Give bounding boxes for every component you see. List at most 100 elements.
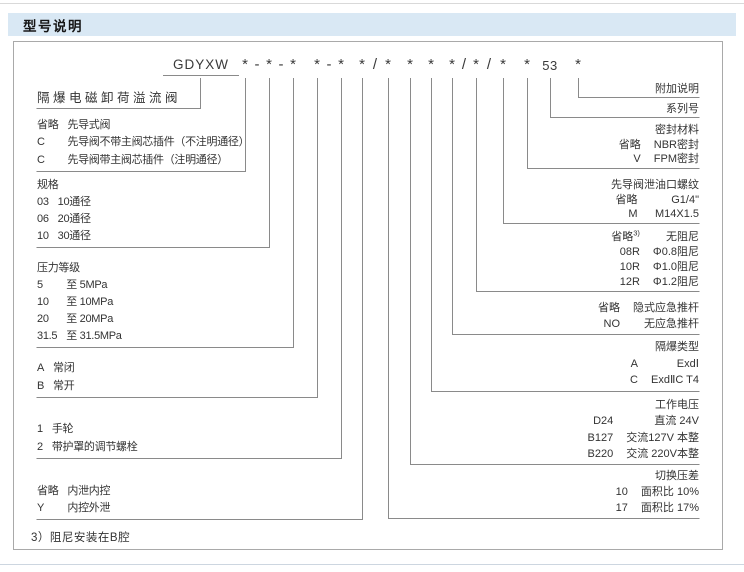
label-group-right-0: 附加说明	[655, 83, 699, 97]
option-code: 03	[37, 196, 49, 208]
model-code-star: *	[500, 56, 506, 73]
option-description: 面积比 17%	[640, 502, 699, 514]
option-description: 常开	[53, 379, 75, 392]
option-description: NBR密封	[653, 138, 699, 151]
option-code: B127	[587, 431, 614, 444]
option-description: G1/4"	[671, 193, 699, 206]
option-description: Φ0.8阻尼	[652, 246, 699, 258]
option-code: 10R	[619, 261, 640, 273]
option-description: 至 10MPa	[66, 296, 114, 308]
option-code: 10	[37, 230, 49, 242]
model-code-separator: /	[486, 56, 492, 73]
option-description: 30通径	[57, 230, 91, 242]
option-description: 常闭	[53, 362, 75, 374]
option-code: C	[37, 136, 45, 149]
option-description: 带护罩的调节螺栓	[51, 440, 138, 453]
option-code: Y	[37, 502, 45, 514]
option-description: 手轮	[51, 423, 74, 435]
label-group-right-5: 省略 隐式应急推杆 NO 无应急推杆	[598, 302, 699, 334]
option-description: 交流 220V本整	[626, 447, 699, 460]
group-heading: 附加说明	[655, 83, 699, 95]
model-code-star: *	[473, 56, 479, 73]
option-code: 17	[615, 502, 628, 514]
option-code: 10	[615, 486, 628, 498]
option-description: 至 31.5MPa	[66, 330, 122, 342]
model-code-series-number: 53	[542, 58, 558, 73]
option-code: M	[628, 208, 638, 221]
model-code-star: *	[575, 56, 581, 73]
option-code: 省略	[37, 485, 59, 497]
label-group-right-8: 切换压差 10 面积比 10% 17 面积比 17%	[616, 470, 699, 518]
option-description: 内控外泄	[67, 502, 111, 514]
option-code: 5	[37, 279, 43, 291]
model-code-separator: -	[326, 56, 332, 73]
option-description: ExdⅡC T4	[650, 374, 699, 387]
option-code: 12R	[619, 276, 640, 288]
option-description: 先导阀不带主阀芯插件（不注明通径）	[67, 136, 250, 149]
label-group-right-6: 隔爆类型 A ExdⅠ C ExdⅡC T4	[630, 341, 699, 391]
option-code: 省略	[598, 302, 620, 314]
model-code-star: *	[449, 56, 455, 73]
model-code-star: *	[242, 56, 248, 73]
option-description: 隐式应急推杆	[633, 302, 699, 314]
option-description: 面积比 10%	[640, 486, 699, 498]
model-code-prefix: GDYXW	[163, 57, 239, 76]
model-code-star: *	[359, 56, 365, 73]
option-description: 直流 24V	[654, 415, 699, 428]
option-code: A	[630, 357, 638, 370]
option-code: B	[37, 379, 45, 392]
option-code: NO	[603, 318, 621, 330]
option-description: 交流127V 本整	[626, 431, 699, 444]
option-code: 20	[37, 313, 49, 325]
label-group-left-0: 隔爆电磁卸荷溢流阀	[37, 91, 181, 108]
option-code: 省略	[615, 193, 638, 206]
option-description: 先导阀带主阀芯插件（注明通径）	[67, 153, 228, 166]
option-code: 10	[37, 296, 49, 308]
model-code-separator: /	[372, 56, 378, 73]
option-description: Φ1.0阻尼	[652, 261, 699, 273]
option-code: 省略	[37, 119, 59, 131]
model-code-star: *	[407, 56, 413, 73]
option-code: C	[630, 374, 638, 387]
option-description: ExdⅠ	[676, 357, 699, 370]
group-heading: 隔爆类型	[655, 341, 699, 353]
option-code: 31.5	[37, 330, 58, 342]
model-code-star: *	[290, 56, 296, 73]
option-code: D24	[593, 415, 614, 428]
model-code-star: *	[428, 56, 434, 73]
group-heading: 规格	[37, 179, 59, 191]
label-group-right-1: 系列号	[666, 103, 699, 117]
option-description: 20通径	[57, 213, 91, 225]
option-code: 2	[37, 440, 43, 453]
option-description: 内泄内控	[67, 485, 111, 497]
option-description: 至 5MPa	[66, 279, 108, 291]
group-heading: 隔爆电磁卸荷溢流阀	[37, 91, 182, 105]
option-code: 省略3)	[611, 228, 640, 243]
option-description: M14X1.5	[654, 208, 699, 221]
section-header: 型号说明	[8, 13, 736, 36]
label-group-left-6: 省略内泄内控 Y 内控外泄	[37, 485, 111, 519]
option-description: 无阻尼	[666, 231, 699, 243]
model-code-star: *	[338, 56, 344, 73]
model-code-star: *	[314, 56, 320, 73]
group-heading: 切换压差	[655, 470, 699, 482]
option-code: 08R	[619, 246, 640, 258]
group-heading: 工作电压	[655, 399, 699, 411]
group-heading: 压力等级	[37, 262, 80, 274]
page-title: 型号说明	[23, 18, 83, 34]
model-code-separator: -	[254, 56, 260, 73]
model-code-star: *	[385, 56, 391, 73]
option-description: 无应急推杆	[644, 318, 699, 330]
model-code-separator: -	[278, 56, 284, 73]
model-code-separator: /	[461, 56, 467, 73]
